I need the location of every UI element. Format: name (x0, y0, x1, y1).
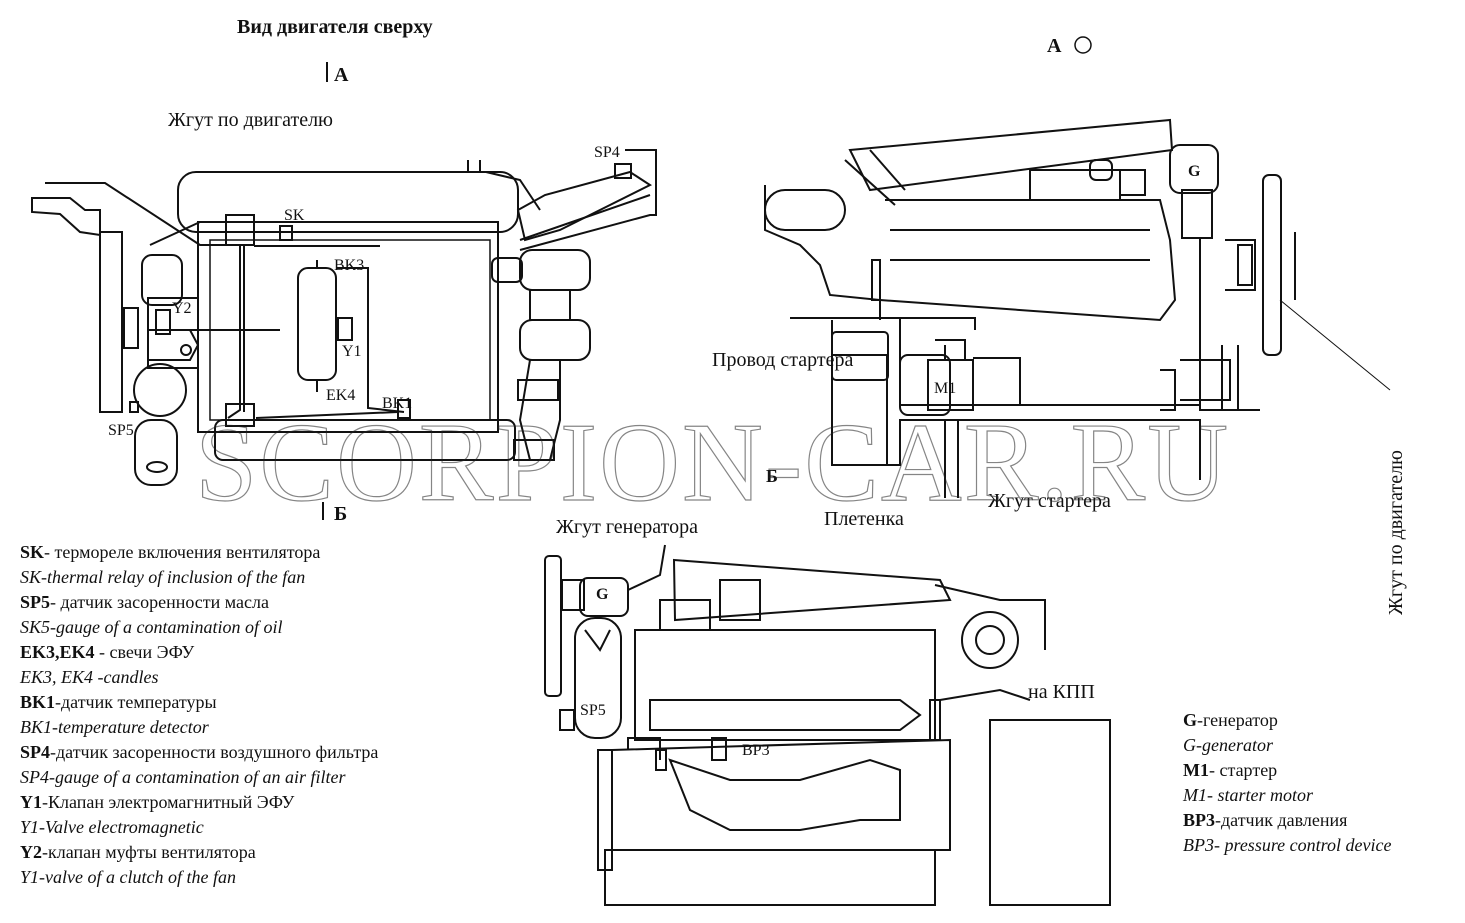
legend-text: - свечи ЭФУ (94, 642, 195, 662)
label-bp3: BP3 (742, 742, 770, 759)
legend-item-ru: BP3-датчик давления (1183, 808, 1391, 833)
legend-item-ru: Y1-Клапан электромагнитный ЭФУ (20, 790, 378, 815)
view-marker-a-right: A (1047, 35, 1062, 57)
legend-text: -клапан муфты вентилятора (42, 842, 256, 862)
view-marker-circle (1074, 36, 1092, 54)
legend-item-en: SK5-gauge of a contamination of oil (20, 617, 283, 637)
label-y2: Y2 (172, 300, 192, 317)
legend-text: -генератор (1197, 710, 1278, 730)
label-sp4: SP4 (594, 144, 620, 161)
legend-item-ru: SP5- датчик засоренности масла (20, 590, 378, 615)
label-to-gearbox: на КПП (1028, 681, 1095, 703)
legend-code: BP3 (1183, 810, 1216, 830)
label-harness-vertical: Жгут по двигателю (1385, 450, 1407, 615)
label-y1: Y1 (342, 343, 362, 360)
engine-top-view (31, 149, 657, 486)
legend-text: - стартер (1209, 760, 1278, 780)
label-g-right: G (1188, 163, 1201, 180)
legend-text: - термореле включения вентилятора (44, 542, 321, 562)
label-sp5: SP5 (108, 422, 134, 439)
legend-item-ru: Y2-клапан муфты вентилятора (20, 840, 378, 865)
legend-item-en: SK-thermal relay of inclusion of the fan (20, 567, 306, 587)
label-harness-engine: Жгут по двигателю (168, 109, 333, 131)
legend-text: -Клапан электромагнитный ЭФУ (42, 792, 295, 812)
legend-text: - датчик засоренности масла (50, 592, 269, 612)
label-starter-harness: Жгут стартера (988, 490, 1111, 512)
view-marker-b-right: Б (766, 466, 778, 486)
legend-code: EK3,EK4 (20, 642, 95, 662)
legend-item-ru: EK3,EK4 - свечи ЭФУ (20, 640, 378, 665)
label-bk3: BK3 (334, 257, 364, 274)
view-marker-b-bottom: Б (334, 503, 347, 525)
diagram-title: Вид двигателя сверху (237, 16, 433, 38)
legend-code: SP4 (20, 742, 51, 762)
legend-code: Y2 (20, 842, 42, 862)
legend-code: G (1183, 710, 1198, 730)
legend-code: BK1 (20, 692, 56, 712)
watermark: SCORPION-CAR.RU (195, 401, 1230, 525)
label-starter-wire: Провод стартера (712, 349, 853, 371)
legend-text: -датчик температуры (55, 692, 217, 712)
label-generator-harness: Жгут генератора (556, 516, 698, 538)
legend-item-en: Y1-Valve electromagnetic (20, 817, 204, 837)
legend-item-en: EK3, EK4 -candles (20, 667, 159, 687)
legend-item-en: BK1-temperature detector (20, 717, 209, 737)
view-marker-a-top: A (334, 64, 349, 86)
label-sk: SK (284, 207, 305, 224)
label-braid: Плетенка (824, 508, 904, 530)
legend-item-en: BP3- pressure control device (1183, 835, 1392, 855)
legend-item-en: G-generator (1183, 735, 1273, 755)
legend-item-en: M1- starter motor (1183, 785, 1313, 805)
legend-code: SK (20, 542, 45, 562)
legend-item-ru: SP4-датчик засоренности воздушного фильт… (20, 740, 378, 765)
legend-code: M1 (1183, 760, 1209, 780)
legend-text: -датчик засоренности воздушного фильтра (50, 742, 379, 762)
label-bk1: BK1 (382, 395, 412, 412)
legend-item-ru: M1- стартер (1183, 758, 1391, 783)
engine-generator-view (544, 544, 1111, 906)
legend-text: -датчик давления (1215, 810, 1348, 830)
label-g-bottom: G (596, 586, 609, 603)
engine-side-view (764, 118, 1391, 498)
legend-item-en: SP4-gauge of a contamination of an air f… (20, 767, 346, 787)
legend-code: SP5 (20, 592, 51, 612)
label-ek4: EK4 (326, 387, 355, 404)
legend-item-ru: G-генератор (1183, 708, 1391, 733)
legend-code: Y1 (20, 792, 42, 812)
legend-item-en: Y1-valve of a clutch of the fan (20, 867, 236, 887)
label-m1: M1 (934, 380, 956, 397)
label-sp5-bottom: SP5 (580, 702, 606, 719)
legend-item-ru: SK- термореле включения вентилятора (20, 540, 378, 565)
legend-item-ru: BK1-датчик температуры (20, 690, 378, 715)
label-harness-engine-text: Жгут по двигателю (168, 109, 333, 131)
